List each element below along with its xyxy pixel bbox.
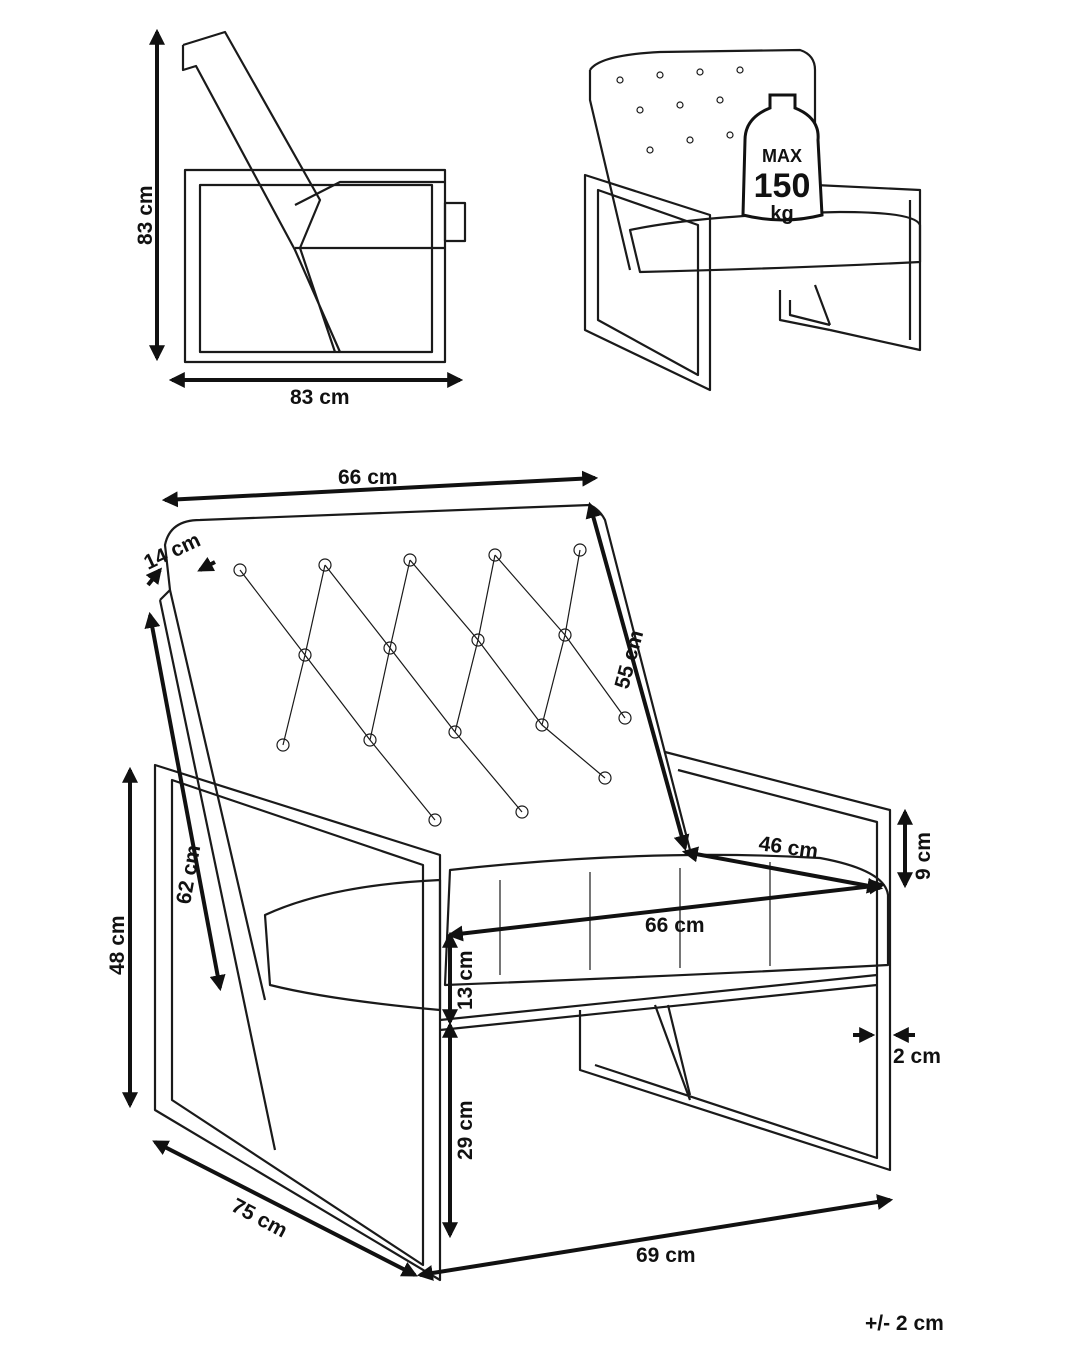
- seat-width-label: 66 cm: [645, 914, 705, 937]
- back-total-label: 62 cm: [172, 843, 205, 906]
- back-thickness-label: 14 cm: [140, 529, 204, 575]
- top-width-label: 66 cm: [338, 466, 398, 489]
- weight-unit: kg: [770, 203, 793, 225]
- seat-depth-label: 46 cm: [757, 832, 819, 863]
- total-arm-height-label: 48 cm: [106, 915, 129, 975]
- frame-width-label: 2 cm: [893, 1045, 941, 1068]
- main-view: 66 cm 14 cm 55 cm 62 cm 46 cm 9 cm 66 cm…: [106, 466, 941, 1282]
- back-height-label: 55 cm: [611, 628, 649, 691]
- perspective-view: MAX 150 kg: [583, 48, 922, 392]
- tufting-buttons-small: [616, 66, 744, 154]
- max-label: MAX: [762, 146, 802, 166]
- arm-height-label: 9 cm: [912, 832, 935, 880]
- tolerance-label: +/- 2 cm: [865, 1312, 944, 1335]
- depth-label: 75 cm: [228, 1194, 291, 1242]
- side-view: 83 cm 83 cm: [134, 28, 467, 409]
- side-depth-label: 83 cm: [290, 386, 350, 409]
- cushion-height-label: 13 cm: [454, 950, 477, 1010]
- weight-bottle-icon: MAX 150 kg: [741, 93, 824, 225]
- seat-height-label: 29 cm: [454, 1100, 477, 1160]
- width-label: 69 cm: [636, 1244, 696, 1267]
- weight-value: 150: [754, 167, 811, 205]
- side-height-label: 83 cm: [134, 185, 157, 245]
